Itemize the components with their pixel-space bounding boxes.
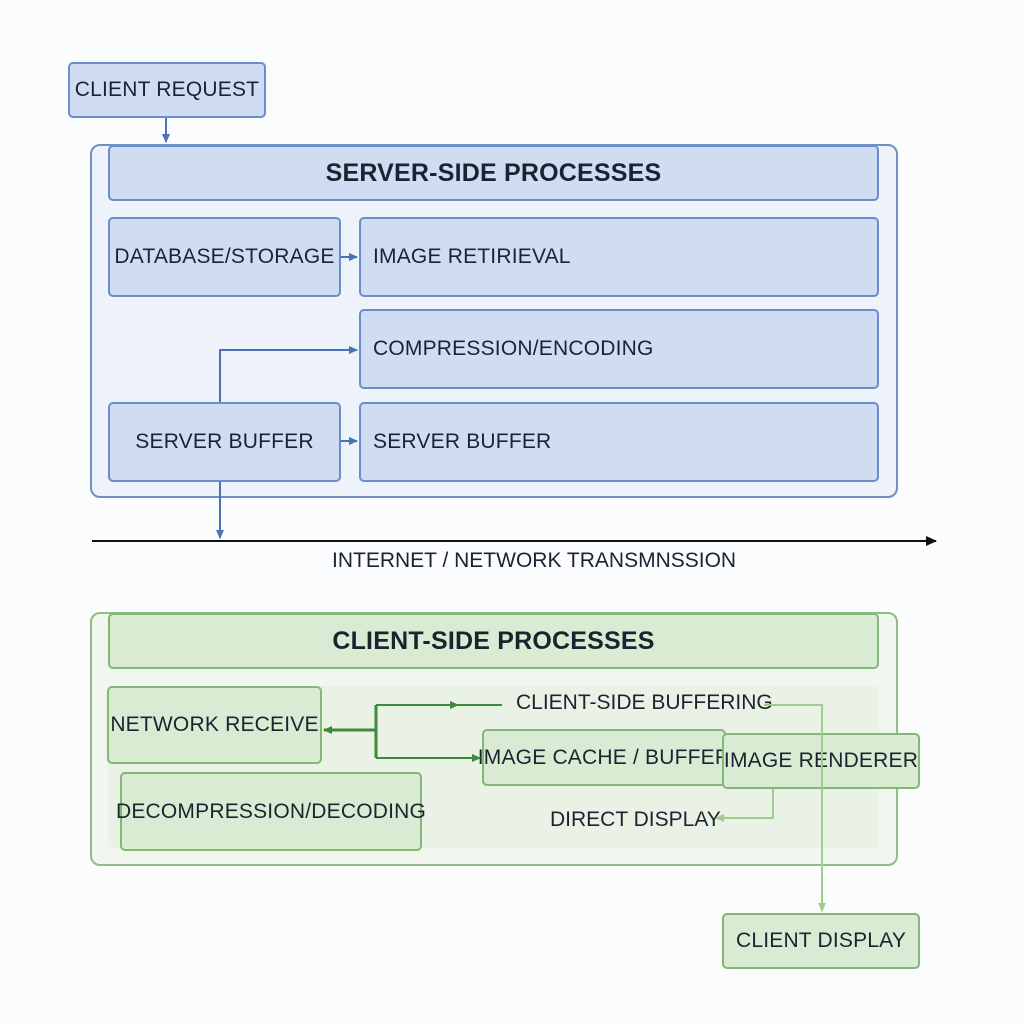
server-side-title: SERVER-SIDE PROCESSES — [325, 158, 662, 187]
database-storage-box: DATABASE/STORAGE — [108, 217, 341, 297]
image-retrieval-label: IMAGE RETIRIEVAL — [373, 245, 571, 268]
image-cache-buffer-box: IMAGE CACHE / BUFFER — [478, 729, 730, 786]
image-retrieval-box: IMAGE RETIRIEVAL — [359, 217, 879, 297]
network-receive-label: NETWORK RECEIVE — [110, 713, 319, 736]
network-transmission-label: INTERNET / NETWORK TRANSMNSSION — [332, 549, 737, 572]
image-renderer-label: IMAGE RENDERER — [723, 749, 919, 772]
decompression-decoding-box: DECOMPRESSION/DECODING — [116, 772, 426, 851]
image-renderer-box: IMAGE RENDERER — [722, 733, 920, 789]
client-display-label: CLIENT DISPLAY — [735, 929, 907, 952]
server-buffer-left-label: SERVER BUFFER — [135, 430, 314, 453]
server-buffer-right-label: SERVER BUFFER — [373, 430, 552, 453]
client-side-buffering-label: CLIENT-SIDE BUFFERING — [516, 691, 773, 714]
server-buffer-right-box: SERVER BUFFER — [359, 402, 879, 482]
decompression-decoding-label: DECOMPRESSION/DECODING — [115, 799, 427, 823]
database-storage-label: DATABASE/STORAGE — [114, 245, 335, 268]
compression-encoding-label: COMPRESSION/ENCODING — [373, 337, 654, 360]
client-request-box: CLIENT REQUEST — [68, 62, 266, 118]
compression-encoding-box: COMPRESSION/ENCODING — [359, 309, 879, 389]
client-display-box: CLIENT DISPLAY — [722, 913, 920, 969]
direct-display-label: DIRECT DISPLAY — [550, 808, 721, 831]
client-side-title-bar: CLIENT-SIDE PROCESSES — [108, 613, 879, 669]
network-receive-box: NETWORK RECEIVE — [107, 686, 322, 764]
server-buffer-left-box: SERVER BUFFER — [108, 402, 341, 482]
client-request-label: CLIENT REQUEST — [74, 78, 260, 101]
image-cache-buffer-label: IMAGE CACHE / BUFFER — [477, 745, 731, 769]
server-side-title-bar: SERVER-SIDE PROCESSES — [108, 145, 879, 201]
client-side-title: CLIENT-SIDE PROCESSES — [332, 626, 655, 655]
